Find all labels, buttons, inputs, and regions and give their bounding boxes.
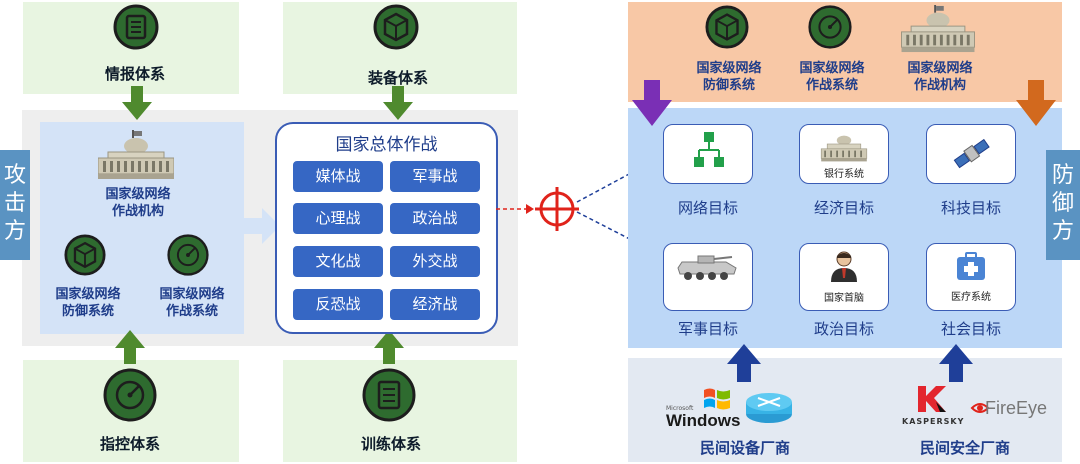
combat-radar-icon — [167, 234, 209, 276]
government-building-icon — [98, 130, 174, 179]
command-arrow-up — [115, 330, 145, 364]
purple-arrow-down — [632, 80, 672, 126]
war-military: 军事战 — [390, 161, 480, 192]
defense-top-defense-system-label: 国家级网络 防御系统 — [696, 61, 762, 93]
attack-combat-system-label: 国家级网络 作战系统 — [159, 287, 225, 319]
equipment-cube-icon — [373, 4, 419, 50]
attack-defense-system-label: 国家级网络 防御系统 — [55, 287, 121, 319]
windows-small-text: Microsoft — [666, 405, 694, 412]
war-psychological: 心理战 — [293, 203, 383, 234]
training-arrow-up — [374, 330, 404, 364]
war-diplomatic: 外交战 — [390, 246, 480, 277]
bank-system-text: 银行系统 — [824, 169, 864, 180]
orange-arrow-down — [1016, 80, 1056, 126]
military-target-label: 军事目标 — [677, 320, 738, 338]
crosshair-target-icon — [535, 187, 579, 231]
political-target-label: 政治目标 — [813, 320, 874, 338]
tech-target-label: 科技目标 — [940, 199, 1001, 217]
defense-top-combat-system-label: 国家级网络 作战系统 — [799, 61, 865, 93]
attack-side-tab: 攻 击 方 — [0, 150, 30, 260]
bank-building-icon — [820, 135, 868, 162]
attack-org-label: 国家级网络 作战机构 — [105, 187, 171, 219]
economic-target-label: 经济目标 — [813, 199, 874, 217]
defense-top-cube-icon — [705, 5, 749, 49]
red-dashed-arrow — [496, 204, 534, 214]
training-system-label: 训练体系 — [360, 435, 421, 453]
security-vendor-arrow-up — [939, 344, 973, 382]
intel-arrow-down — [122, 86, 152, 120]
war-media: 媒体战 — [293, 161, 383, 192]
medical-kit-icon — [957, 252, 985, 280]
equipment-system-label: 装备体系 — [367, 69, 428, 87]
armored-vehicle-icon — [677, 255, 737, 280]
intel-list-icon — [113, 4, 159, 50]
war-counter-terror: 反恐战 — [293, 289, 383, 320]
defense-top-building-icon — [901, 5, 975, 53]
network-topology-icon — [694, 132, 724, 167]
command-radar-icon — [103, 368, 157, 422]
security-vendor-label: 民间安全厂商 — [919, 439, 1010, 457]
medical-system-text: 医疗系统 — [951, 292, 991, 303]
war-cultural: 文化战 — [293, 246, 383, 277]
training-list-icon — [362, 368, 416, 422]
windows-flag-icon — [704, 388, 730, 410]
war-political: 政治战 — [390, 203, 480, 234]
military-target-card — [663, 243, 753, 311]
kaspersky-k-icon — [918, 386, 946, 412]
war-economic: 经济战 — [390, 289, 480, 320]
defense-top-combat-org-label: 国家级网络 作战机构 — [907, 61, 973, 93]
router-icon — [746, 393, 792, 423]
light-arrow-right — [240, 208, 280, 244]
network-target-label: 网络目标 — [677, 199, 738, 217]
windows-logo-text: Windows — [666, 411, 741, 430]
overall-war-title: 国家总体作战 — [335, 135, 438, 155]
kaspersky-logo-text: KASPERSKY — [902, 417, 965, 426]
satellite-icon — [953, 138, 990, 169]
social-target-label: 社会目标 — [940, 320, 1001, 338]
vendor-panel — [628, 358, 1062, 462]
command-system-label: 指控体系 — [99, 435, 160, 453]
equipment-vendor-arrow-up — [727, 344, 761, 382]
intel-system-label: 情报体系 — [104, 65, 165, 83]
defense-cube-icon — [64, 234, 106, 276]
leader-person-icon — [831, 251, 857, 282]
defense-top-radar-icon — [808, 5, 852, 49]
head-of-state-text: 国家首脑 — [824, 293, 864, 304]
equipment-vendor-label: 民间设备厂商 — [699, 439, 790, 457]
defense-side-tab: 防 御 方 — [1046, 150, 1080, 260]
equipment-arrow-down — [383, 86, 413, 120]
fireeye-logo-text: FireEye — [985, 398, 1048, 418]
fireeye-eye-icon — [970, 403, 990, 413]
